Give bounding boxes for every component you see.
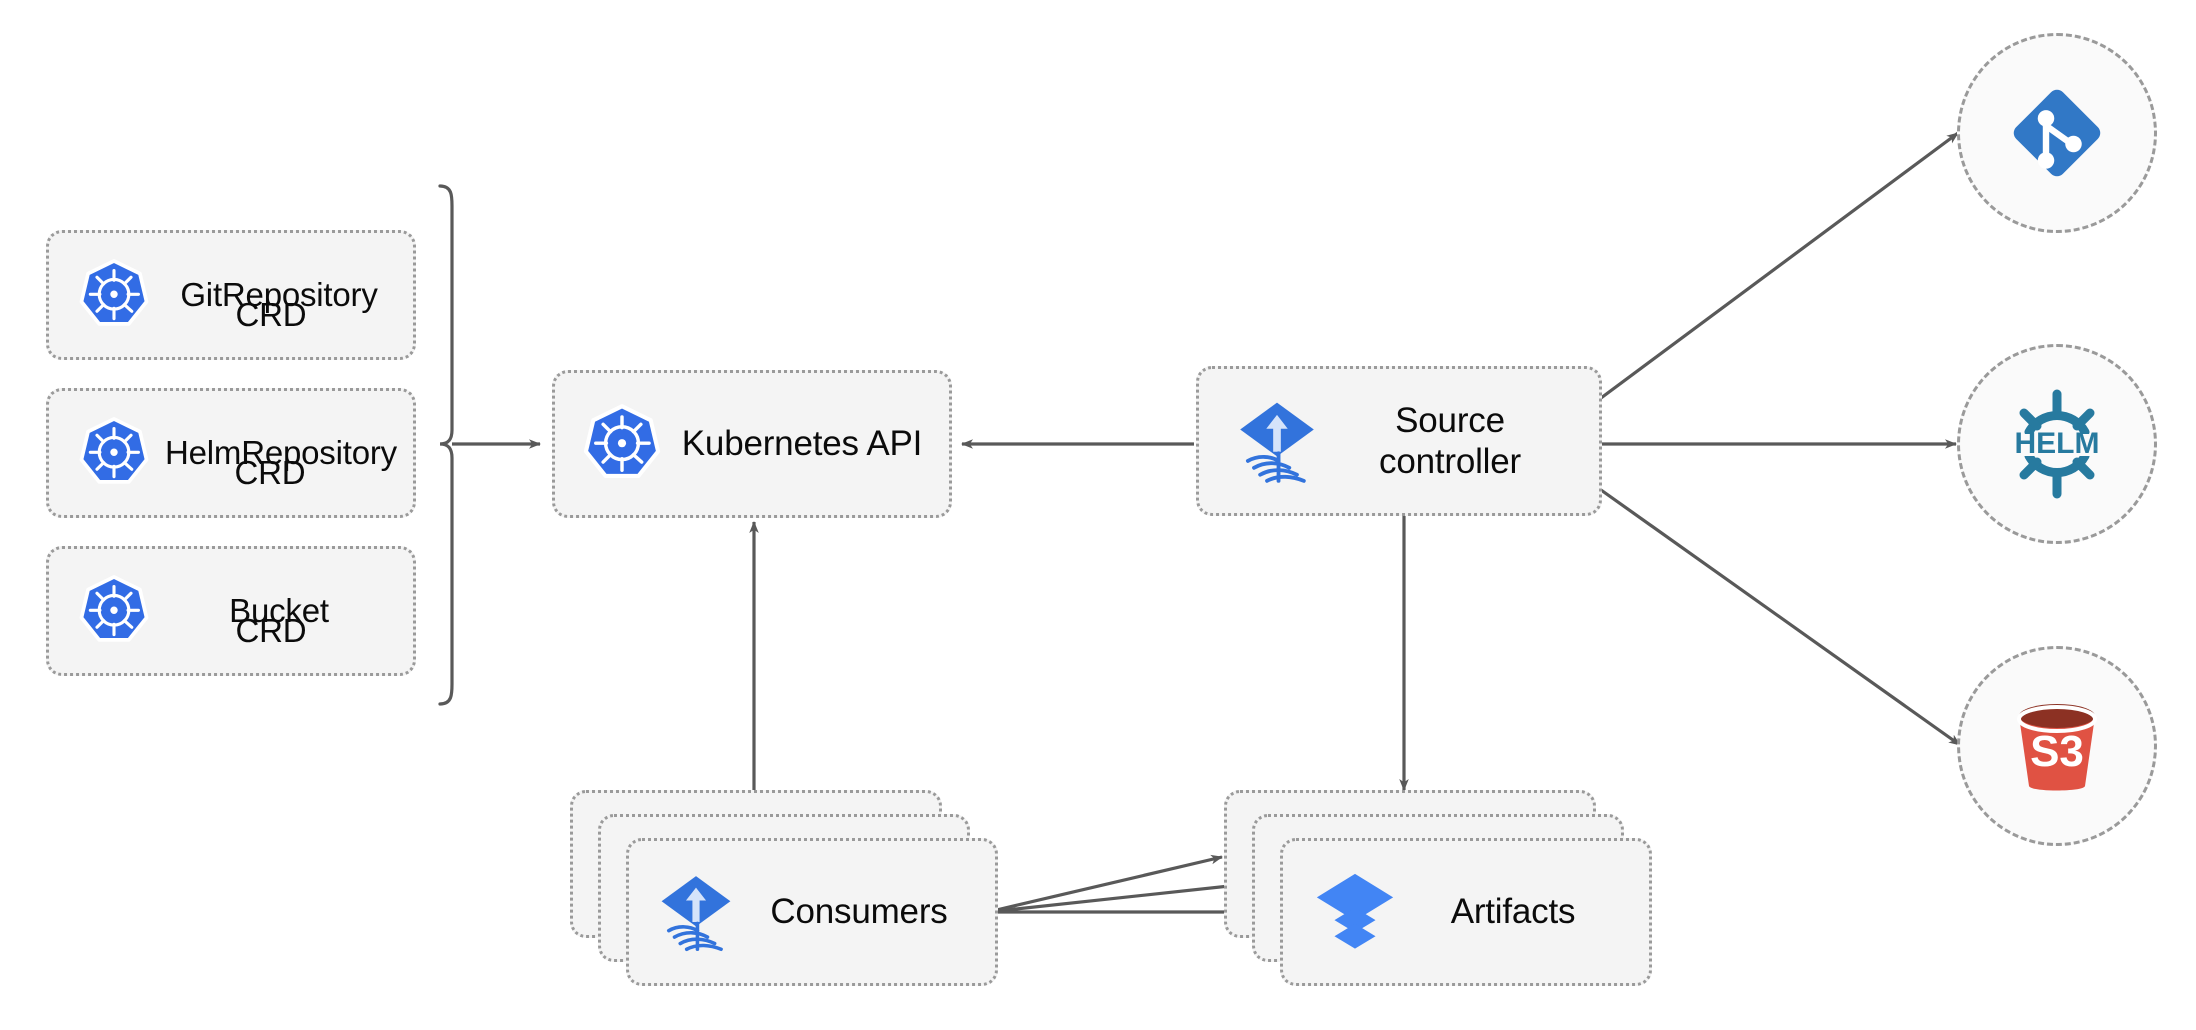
edge-consumers-to-artifacts-middle [987,880,1249,914]
layers-icon [1311,868,1399,956]
kubernetes-api-label: Kubernetes API [681,424,923,464]
bucket-crd-card[interactable]: Bucket [46,546,416,676]
flux-icon [653,869,739,955]
helm-wordmark: HELM [2015,427,2100,460]
edge-source-controller-to-s3 [1600,488,1961,747]
git-endpoint-ring[interactable] [1957,33,2157,233]
gitrepository-crd-card[interactable]: GitRepository [46,230,416,360]
edge-consumers-to-artifacts-back [987,854,1223,914]
flux-icon [1231,395,1323,487]
helmrepository-crd-card[interactable]: HelmRepository [46,388,416,518]
s3-endpoint-ring[interactable]: S3 [1957,646,2157,846]
kubernetes-icon [77,574,151,648]
helm-endpoint-ring[interactable]: HELM [1957,344,2157,544]
helm-icon: HELM [1997,384,2117,504]
kubernetes-icon [77,258,151,332]
kubernetes-api-card[interactable]: Kubernetes API [552,370,952,518]
bucket-crd-label: Bucket [229,591,329,629]
crd-group-bracket [438,184,454,706]
bucket-crd-sublabel: CRD [235,612,307,649]
git-icon [2002,78,2112,188]
consumers-label: Consumers [770,892,948,932]
gitrepository-crd-label: GitRepository [180,275,378,313]
artifacts-label: Artifacts [1450,892,1576,932]
s3-wordmark: S3 [2030,727,2084,776]
helmrepository-crd-label: HelmRepository [165,433,397,471]
s3-bucket-icon: S3 [1997,686,2117,806]
source-controller-label: Source controller [1379,400,1521,481]
edge-source-controller-to-git [1600,131,1959,400]
kubernetes-icon [581,403,663,485]
gitrepository-crd-sublabel: CRD [235,296,307,333]
source-controller-card[interactable]: Source controller [1196,366,1602,516]
helmrepository-crd-sublabel: CRD [234,454,306,491]
consumers-card[interactable]: Consumers [626,838,998,986]
artifacts-card[interactable]: Artifacts [1280,838,1652,986]
kubernetes-icon [77,416,151,490]
